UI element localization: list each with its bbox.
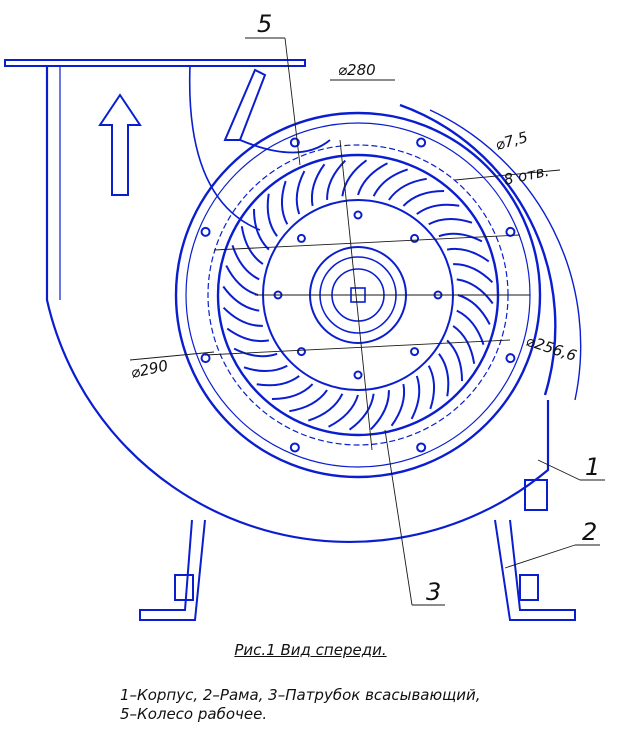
impeller-blade <box>328 394 359 428</box>
flange-bolt-hole <box>505 353 516 364</box>
flange-bolt-hole <box>200 353 211 364</box>
impeller-blade <box>427 365 436 410</box>
impeller-blade <box>266 193 278 237</box>
impeller-blade <box>390 383 406 427</box>
impeller-blade <box>310 163 326 207</box>
callout-3: 3 <box>426 578 441 606</box>
frame <box>139 479 576 621</box>
hub-bolt-hole <box>410 233 420 243</box>
impeller-blade <box>233 347 278 358</box>
impeller-blade <box>341 159 368 197</box>
callout-2: 2 <box>582 518 597 546</box>
impeller-blade <box>446 247 490 263</box>
impeller-blade <box>252 208 270 251</box>
figure-caption: Рис.1 Вид спереди. <box>0 641 621 659</box>
hub-bolt-hole <box>353 370 363 380</box>
callout-5: 5 <box>257 10 272 38</box>
legend-line-2: 5–Колесо рабочее. <box>120 705 268 723</box>
hub-bolt-hole <box>296 347 306 357</box>
flange-bolt-hole <box>416 442 427 453</box>
impeller-blade <box>438 232 483 243</box>
impeller-blade <box>457 294 491 325</box>
legend-line-1: 1–Корпус, 2–Рама, 3–Патрубок всасывающий… <box>120 686 481 704</box>
housing <box>45 64 582 544</box>
impeller-blade <box>271 383 314 401</box>
impeller-blade <box>226 327 270 343</box>
impeller-blade <box>222 306 263 327</box>
impeller-blade <box>243 364 288 373</box>
impeller-blade <box>357 162 388 196</box>
flange-bolt-hole <box>200 226 211 237</box>
legend: 1–Корпус, 2–Рама, 3–Патрубок всасывающий… <box>120 686 590 724</box>
impeller-blade <box>438 353 450 397</box>
hub-bolt-hole <box>410 347 420 357</box>
impeller-blade <box>280 180 289 225</box>
hub-bolt-hole <box>353 210 363 220</box>
impeller-blade <box>372 168 409 197</box>
impeller-blade <box>388 177 427 201</box>
dimension-d7-5: ⌀7,5 <box>493 128 529 154</box>
impeller-blade <box>456 309 485 346</box>
impeller-blade <box>225 265 259 296</box>
flange-bolt-hole <box>505 226 516 237</box>
impeller-blade <box>453 263 494 284</box>
callout-1: 1 <box>585 453 600 481</box>
outlet-flange <box>4 59 306 67</box>
caption-text: Рис.1 Вид спереди. <box>234 641 387 659</box>
impeller-blade <box>295 170 306 215</box>
dimension-lines <box>129 79 561 451</box>
flange-bolt-hole <box>416 137 427 148</box>
dimension-d290: ⌀290 <box>129 356 170 381</box>
dimension-d280: ⌀280 <box>338 61 376 79</box>
impeller-blade <box>289 389 328 413</box>
impeller-blade <box>446 339 464 382</box>
impeller-blade <box>452 325 476 364</box>
impeller-blade <box>402 189 445 207</box>
dimension-holes: 8 отв. <box>502 162 551 189</box>
flange-bolt-hole <box>289 137 300 148</box>
flow-arrow-icon <box>98 93 142 196</box>
impeller-blade <box>307 393 344 422</box>
impeller-blade <box>240 226 264 265</box>
leader-lines <box>245 37 605 606</box>
impeller-blade <box>428 217 473 226</box>
dimension-d256-6: ⌀256,6 <box>524 332 579 365</box>
hub-bolt-hole <box>296 233 306 243</box>
impeller-blade <box>348 393 375 431</box>
impeller-blade <box>256 375 300 387</box>
impeller-blade <box>456 278 494 305</box>
flange-bolt-holes <box>200 137 516 453</box>
impeller-blade <box>416 203 460 215</box>
impeller-blade <box>231 244 260 281</box>
impeller-blade <box>222 285 260 312</box>
impeller-blade <box>369 390 390 431</box>
flange-bolt-hole <box>289 442 300 453</box>
impeller-blade <box>410 375 421 420</box>
